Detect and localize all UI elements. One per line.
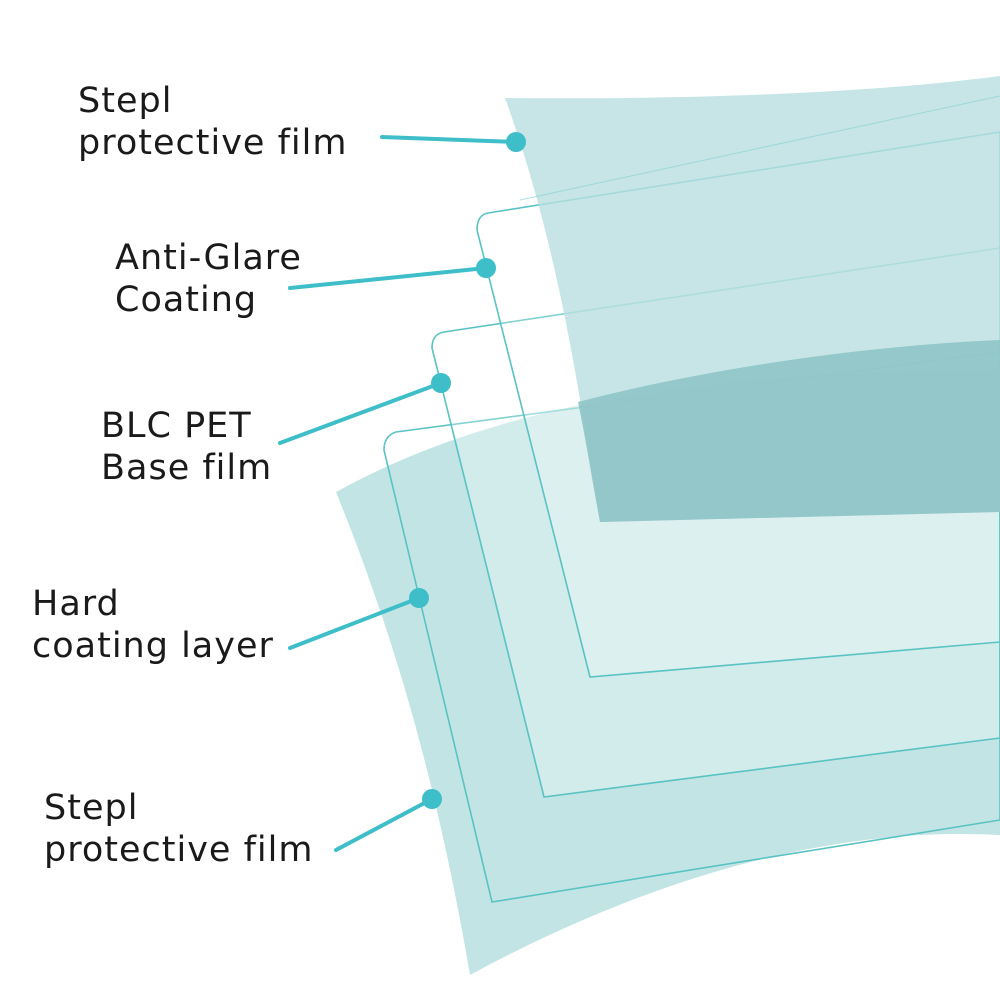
marker-dot-hard-coating [409, 588, 429, 608]
label-line: Stepl [44, 788, 139, 828]
marker-dot-stepl-bottom [422, 789, 442, 809]
label-blc-pet-base-film: BLC PET Base film [101, 405, 272, 489]
label-anti-glare-coating: Anti-Glare Coating [115, 237, 302, 321]
marker-dot-blc-pet [431, 373, 451, 393]
label-line: protective film [44, 830, 314, 870]
leader-line-hard-coating [288, 596, 421, 650]
hard-coating-layer-outline [383, 351, 1000, 903]
bottom-protective-film-sheet [336, 370, 1000, 975]
label-line: coating layer [32, 626, 274, 666]
leader-line-stepl-bottom [334, 797, 434, 852]
label-stepl-protective-film-bottom: Stepl protective film [44, 787, 313, 871]
label-stepl-protective-film-top: Stepl protective film [78, 80, 347, 164]
leader-line-blc-pet [278, 381, 443, 445]
label-line: Stepl [78, 81, 173, 121]
marker-dot-anti-glare [476, 258, 496, 278]
label-hard-coating-layer: Hard coating layer [32, 583, 274, 667]
top-sheet-inner-line [519, 95, 1000, 201]
label-line: protective film [78, 123, 348, 163]
overlap-dark-band [578, 340, 1000, 522]
leader-line-anti-glare [288, 266, 488, 290]
label-line: BLC PET [101, 406, 252, 446]
label-line: Coating [115, 280, 258, 320]
label-line: Base film [101, 448, 273, 488]
label-line: Anti-Glare [115, 238, 302, 278]
marker-dot-stepl-top [506, 132, 526, 152]
leader-line-stepl-top [380, 135, 518, 144]
label-line: Hard [32, 584, 120, 624]
